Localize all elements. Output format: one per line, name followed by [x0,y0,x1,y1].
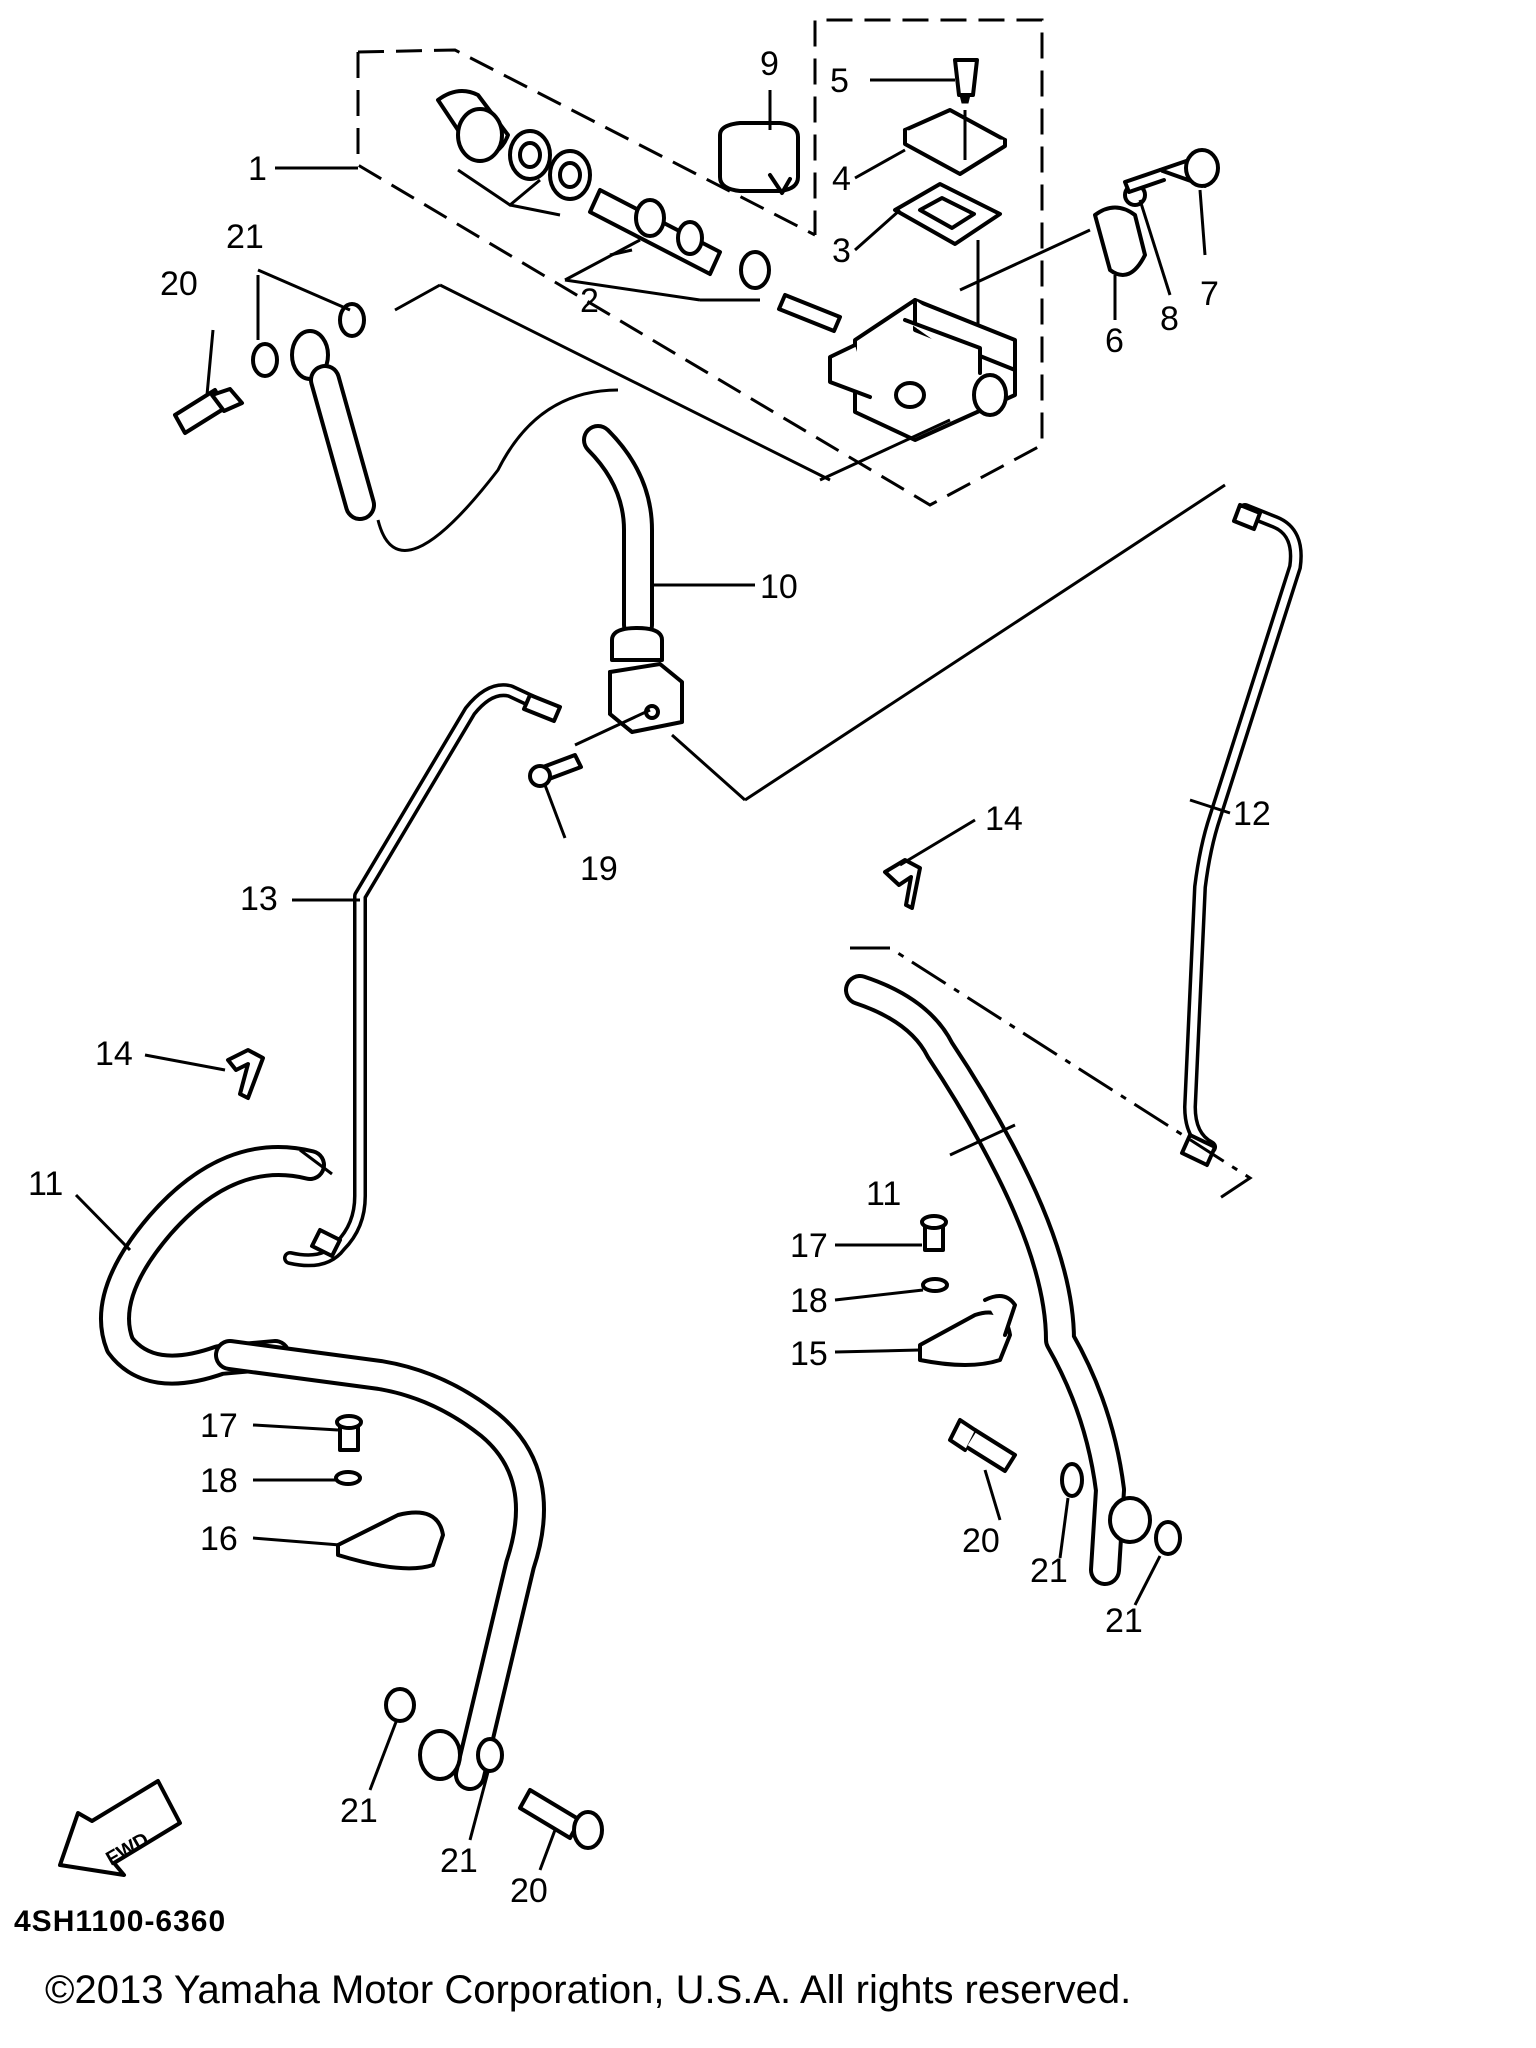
diagram-code: 4SH1100-6360 [14,1905,227,1938]
hose-guide-right-parts [918,1214,1182,1556]
fwd-arrow: FWD [58,1779,182,1877]
leader-lines-bottom [368,1469,1162,1871]
label-part-7: 7 [1200,275,1219,313]
label-part-20-bottom: 20 [510,1872,548,1910]
label-part-18-left: 18 [200,1462,238,1500]
mirror-holder-parts [1093,148,1220,277]
label-part-21-bottom-a: 21 [340,1792,378,1830]
label-part-17-right: 17 [790,1227,828,1265]
label-part-21-bottom-b: 21 [440,1842,478,1880]
label-part-14-left: 14 [95,1035,133,1073]
label-part-2: 2 [580,282,599,320]
brake-hose-11-left [99,1048,546,1791]
brake-hose-10 [376,388,750,641]
reservoir-cap-parts [893,58,1007,330]
label-part-9: 9 [760,45,779,83]
label-part-21-right-b: 21 [1105,1602,1143,1640]
master-cylinder-body [819,228,1091,482]
label-part-18-right: 18 [790,1282,828,1320]
label-part-21-right-a: 21 [1030,1552,1068,1590]
label-part-11-right: 11 [866,1175,901,1213]
brake-pipe-12 [1180,503,1303,1167]
label-part-6: 6 [1105,322,1124,360]
leader-lines [74,78,1231,1547]
label-part-4: 4 [832,160,851,198]
label-part-20-right: 20 [962,1522,1000,1560]
brake-pipe-13 [283,683,562,1268]
label-part-1: 1 [248,150,267,188]
label-part-19: 19 [580,850,618,888]
brake-hose-11-right [844,858,1253,1586]
copyright-notice: ©2013 Yamaha Motor Corporation, U.S.A. A… [45,1968,1132,2012]
label-part-14-right: 14 [985,800,1023,838]
piston-kit [436,89,842,333]
label-part-12: 12 [1233,795,1271,833]
label-part-16: 16 [200,1520,238,1558]
label-part-3: 3 [832,232,851,270]
boot [718,121,800,195]
label-part-8: 8 [1160,300,1179,338]
brake-joint [528,483,1226,802]
label-part-5: 5 [830,62,849,100]
hose-banjo-top [173,268,831,521]
label-part-17-left: 17 [200,1407,238,1445]
label-part-13: 13 [240,880,278,918]
exploded-parts-diagram: FWD 1 2 3 4 5 6 7 8 9 [28,18,1303,1910]
label-part-11-left: 11 [28,1165,63,1203]
label-part-15: 15 [790,1335,828,1373]
callout-labels: 1 2 3 4 5 6 7 8 9 10 11 11 12 13 14 14 1… [28,45,1271,1910]
label-part-10: 10 [760,568,798,606]
hose-guide-left-parts [334,1414,604,1850]
label-part-21-top: 21 [226,218,264,256]
label-part-20-top: 20 [160,265,198,303]
